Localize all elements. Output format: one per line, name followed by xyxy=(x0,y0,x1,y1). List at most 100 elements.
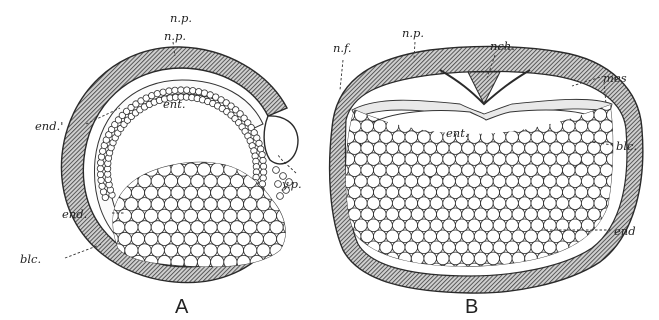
yolk-cell xyxy=(196,89,202,95)
yolk-cell xyxy=(594,131,607,144)
yolk-cell xyxy=(500,164,513,177)
yolk-cell xyxy=(411,142,424,155)
yolk-cell xyxy=(374,208,387,221)
yolk-cell xyxy=(158,163,171,176)
yolk-cell xyxy=(518,175,531,188)
yolk-cell xyxy=(191,198,204,211)
yolk-cell xyxy=(424,142,437,155)
yolk-cell xyxy=(575,208,588,221)
label-b-np: n.p. xyxy=(402,26,424,40)
yolk-cell xyxy=(263,255,276,268)
yolk-cell xyxy=(556,153,569,166)
yolk-cell xyxy=(392,131,405,144)
yolk-cell xyxy=(411,164,424,177)
yolk-cell xyxy=(118,163,131,176)
yolk-cell xyxy=(518,241,531,254)
yolk-cell xyxy=(204,221,217,234)
yolk-cell xyxy=(443,219,456,232)
yolk-cell xyxy=(217,198,230,211)
yolk-cell xyxy=(190,88,196,94)
yolk-cell xyxy=(131,232,144,245)
yolk-cell xyxy=(544,153,557,166)
caption-a: A xyxy=(175,296,189,318)
yolk-cell xyxy=(237,232,250,245)
yolk-cell xyxy=(462,186,475,199)
yolk-cell xyxy=(405,153,418,166)
yolk-cell xyxy=(361,142,374,155)
yolk-cell xyxy=(575,120,588,133)
yolk-cell xyxy=(184,186,197,199)
yolk-cell xyxy=(399,186,412,199)
yolk-cell xyxy=(405,197,418,210)
yolk-cell xyxy=(191,151,204,164)
yolk-cell xyxy=(250,209,263,222)
yolk-cell xyxy=(230,244,243,257)
yolk-cell xyxy=(500,186,513,199)
yolk-cell xyxy=(151,151,164,164)
yolk-cell xyxy=(257,198,270,211)
yolk-cell xyxy=(184,232,197,245)
yolk-cell xyxy=(361,164,374,177)
caption-b: B xyxy=(465,296,478,318)
yolk-cell xyxy=(430,241,443,254)
yolk-cell xyxy=(600,164,613,177)
yolk-cell xyxy=(197,186,210,199)
yolk-cell xyxy=(462,208,475,221)
yolk-cell xyxy=(544,197,557,210)
yolk-cell xyxy=(211,209,224,222)
yolk-cell xyxy=(191,175,204,188)
yolk-cell xyxy=(512,230,525,243)
yolk-cell xyxy=(455,175,468,188)
yolk-cell xyxy=(259,152,265,158)
yolk-cell xyxy=(151,244,164,257)
panel-b-diagram xyxy=(330,46,643,293)
yolk-cell xyxy=(277,255,290,268)
yolk-cell xyxy=(506,131,519,144)
yolk-cell xyxy=(449,208,462,221)
yolk-cell xyxy=(250,232,263,245)
yolk-cell xyxy=(112,151,125,164)
yolk-cell xyxy=(392,241,405,254)
yolk-cell xyxy=(550,208,563,221)
yolk-cell xyxy=(462,164,475,177)
yolk-cell xyxy=(224,186,237,199)
yolk-cell xyxy=(97,171,103,177)
yolk-cell xyxy=(160,89,166,95)
yolk-cell xyxy=(481,219,494,232)
yolk-cell xyxy=(468,197,481,210)
yolk-cell xyxy=(125,221,138,234)
yolk-cell xyxy=(588,186,601,199)
yolk-cell xyxy=(405,219,418,232)
yolk-cell xyxy=(380,131,393,144)
yolk-cell xyxy=(374,230,387,243)
yolk-cell xyxy=(418,241,431,254)
yolk-cell xyxy=(367,131,380,144)
yolk-cell xyxy=(525,230,538,243)
yolk-cell xyxy=(263,186,276,199)
yolk-cell xyxy=(600,120,613,133)
yolk-cell xyxy=(399,164,412,177)
yolk-cell xyxy=(430,153,443,166)
yolk-cell xyxy=(348,208,361,221)
yolk-cell xyxy=(437,230,450,243)
yolk-cell xyxy=(197,232,210,245)
yolk-cell xyxy=(263,232,276,245)
yolk-cell xyxy=(474,230,487,243)
yolk-cell xyxy=(512,164,525,177)
yolk-cell xyxy=(204,198,217,211)
yolk-cell xyxy=(506,197,519,210)
yolk-cell xyxy=(260,169,266,175)
yolk-cell xyxy=(550,142,563,155)
yolk-cell xyxy=(164,244,177,257)
yolk-cell xyxy=(525,208,538,221)
yolk-cell xyxy=(493,153,506,166)
yolk-cell xyxy=(569,197,582,210)
yolk-cell xyxy=(537,186,550,199)
yolk-cell xyxy=(138,151,151,164)
yolk-cell xyxy=(224,209,237,222)
yolk-cell xyxy=(380,241,393,254)
yolk-cell xyxy=(468,153,481,166)
yolk-cell xyxy=(418,219,431,232)
yolk-cell xyxy=(184,87,190,93)
yolk-cell xyxy=(166,88,172,94)
